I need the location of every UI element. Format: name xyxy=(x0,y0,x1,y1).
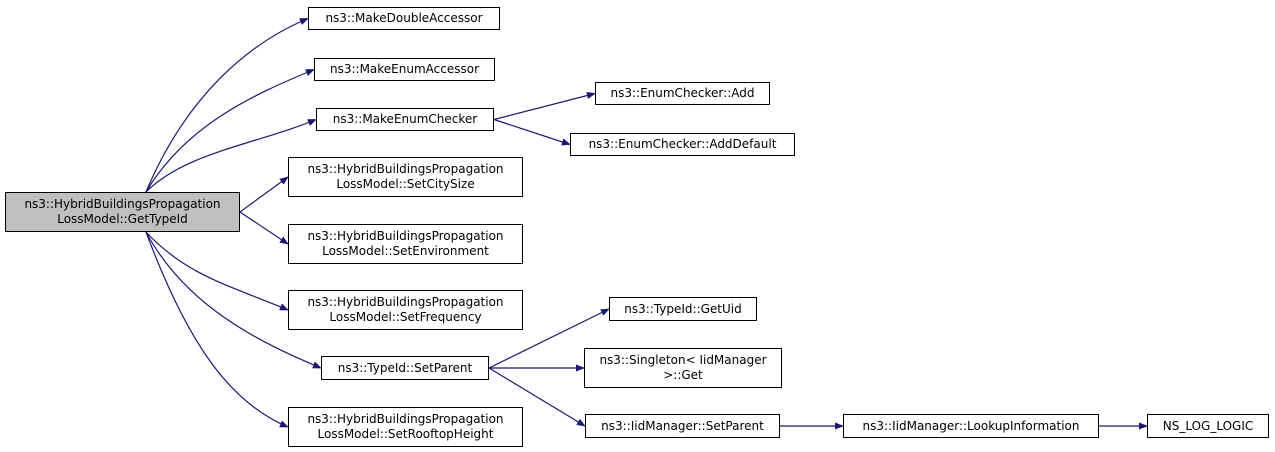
edge-root-to-set_environment xyxy=(239,211,289,245)
node-make-enum-accessor[interactable]: ns3::MakeEnumAccessor xyxy=(314,58,495,81)
edge-root-to-typeid_set_parent xyxy=(145,231,322,369)
node-set-rooftop-height[interactable]: ns3::HybridBuildingsPropagation LossMode… xyxy=(288,407,523,447)
node-set-frequency[interactable]: ns3::HybridBuildingsPropagation LossMode… xyxy=(288,290,523,330)
node-typeid-set-parent[interactable]: ns3::TypeId::SetParent xyxy=(321,356,489,380)
node-ns-log-logic[interactable]: NS_LOG_LOGIC xyxy=(1147,414,1269,438)
edge-root-to-make_double_accessor xyxy=(145,17,309,193)
edge-make_enum_checker-to-enum_checker_add xyxy=(493,92,596,121)
node-typeid-get-uid[interactable]: ns3::TypeId::GetUid xyxy=(609,297,757,321)
edge-typeid_set_parent-to-iidmanager_set_parent xyxy=(488,367,586,427)
edge-make_enum_checker-to-enum_checker_add_default xyxy=(493,118,571,146)
node-set-city-size[interactable]: ns3::HybridBuildingsPropagation LossMode… xyxy=(288,157,523,197)
node-singleton-get[interactable]: ns3::Singleton< IidManager >::Get xyxy=(584,348,782,388)
edge-root-to-set_frequency xyxy=(145,231,289,311)
node-enum-checker-add[interactable]: ns3::EnumChecker::Add xyxy=(595,82,770,105)
node-get-typeid[interactable]: ns3::HybridBuildingsPropagation LossMode… xyxy=(5,192,240,232)
node-set-environment[interactable]: ns3::HybridBuildingsPropagation LossMode… xyxy=(288,224,523,264)
node-enum-checker-add-default[interactable]: ns3::EnumChecker::AddDefault xyxy=(570,133,795,156)
node-iidmanager-set-parent[interactable]: ns3::IidManager::SetParent xyxy=(585,414,780,438)
node-iidmanager-lookup-information[interactable]: ns3::IidManager::LookupInformation xyxy=(843,414,1099,438)
edge-root-to-make_enum_checker xyxy=(145,118,317,193)
edge-root-to-set_rooftop_height xyxy=(145,231,289,428)
node-make-enum-checker[interactable]: ns3::MakeEnumChecker xyxy=(316,108,494,131)
edge-root-to-make_enum_accessor xyxy=(145,68,315,193)
edge-root-to-set_city_size xyxy=(239,176,289,213)
node-make-double-accessor[interactable]: ns3::MakeDoubleAccessor xyxy=(308,7,500,30)
edge-typeid_set_parent-to-typeid_get_uid xyxy=(488,308,610,369)
